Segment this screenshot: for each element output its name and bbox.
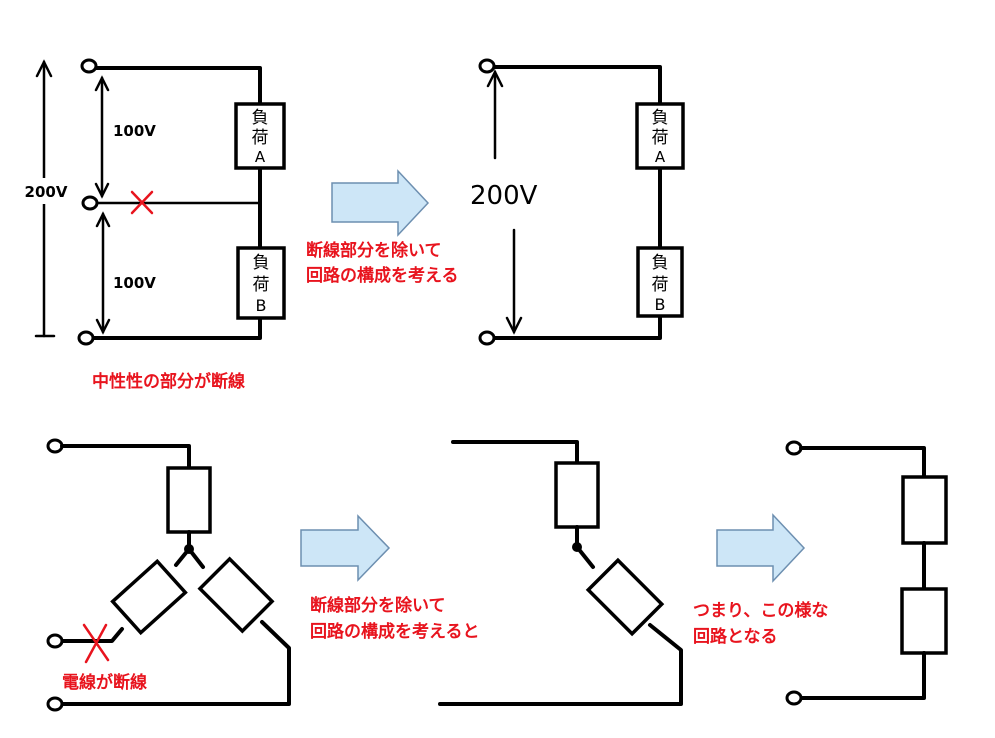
top-left-load-a-box bbox=[234, 102, 286, 170]
top-right-wire-bottom bbox=[492, 314, 662, 340]
top-left-load-b-kanji1: 負 bbox=[253, 253, 270, 273]
top-right-load-b-kanji1: 負 bbox=[652, 253, 669, 273]
top-left-terminal-mid bbox=[81, 195, 99, 211]
top-left-200v-label: 200V bbox=[25, 183, 68, 201]
bottom-middle-load-diag bbox=[585, 557, 665, 637]
top-right-200v-label: 200V bbox=[470, 181, 538, 211]
top-left-caption: 中性性の部分が断線 bbox=[92, 371, 245, 392]
bottom-left-terminal-mid bbox=[46, 633, 64, 649]
bottom-left-wire-right-upper bbox=[187, 547, 205, 569]
top-left-break-x-mark bbox=[130, 190, 154, 215]
top-right-load-b-letter: B bbox=[655, 295, 666, 314]
bottom-arrow1-note-line1: 断線部分を除いて bbox=[310, 595, 446, 616]
bottom-left-wire-left-lower bbox=[60, 627, 124, 643]
top-arrow-note-line1: 断線部分を除いて bbox=[306, 240, 442, 261]
bottom-right-wire-top bbox=[799, 446, 926, 479]
top-left-200v-label-bg bbox=[22, 178, 70, 204]
top-left-terminal-top bbox=[80, 58, 98, 74]
top-left-100v-upper-label: 100V bbox=[113, 122, 156, 140]
bottom-middle-wire-diag-lower bbox=[438, 623, 683, 706]
bottom-right-circuit bbox=[785, 440, 948, 706]
top-arrow-shape bbox=[331, 169, 430, 237]
top-right-load-b-box bbox=[636, 246, 684, 318]
bottom-left-load-top bbox=[166, 466, 212, 534]
top-left-load-b-kanji2: 荷 bbox=[253, 275, 270, 295]
top-left-load-b-letter: B bbox=[256, 296, 267, 315]
top-left-200v-arrow-head-up bbox=[35, 59, 53, 78]
bottom-transition-arrow-1: 断線部分を除いて 回路の構成を考えると bbox=[300, 514, 480, 642]
bottom-right-load-bottom bbox=[900, 587, 948, 655]
top-right-wire-top bbox=[492, 65, 662, 106]
top-right-terminal-top bbox=[478, 58, 496, 74]
top-left-load-a-kanji2: 荷 bbox=[252, 128, 269, 148]
bottom-left-terminal-top bbox=[46, 438, 64, 454]
bottom-arrow1-shape bbox=[300, 514, 391, 582]
top-left-100v-lower-head-down bbox=[95, 318, 111, 335]
bottom-right-terminal-bottom bbox=[785, 690, 803, 706]
bottom-middle-wire-top bbox=[451, 440, 579, 465]
bottom-arrow2-note-line2: 回路となる bbox=[693, 626, 778, 647]
top-left-wire-top bbox=[94, 66, 262, 106]
bottom-arrow2-note-line1: つまり、この様な bbox=[693, 600, 828, 621]
top-right-load-a-kanji1: 負 bbox=[652, 108, 669, 128]
bottom-middle-wire-diag-upper bbox=[575, 545, 595, 569]
bottom-right-load-top bbox=[901, 475, 948, 545]
top-left-load-a-letter: A bbox=[255, 148, 266, 166]
bottom-left-terminal-bottom bbox=[46, 696, 64, 712]
top-left-100v-upper-head-up bbox=[94, 75, 110, 92]
top-left-terminal-bottom bbox=[77, 330, 95, 346]
bottom-right-terminal-top bbox=[785, 440, 803, 456]
top-left-100v-lower-label: 100V bbox=[113, 274, 156, 292]
top-right-load-a-letter: A bbox=[655, 148, 666, 166]
top-right-circuit: 負 荷 A 負 荷 B 200V bbox=[470, 58, 685, 346]
bottom-arrow1-note-line2: 回路の構成を考えると bbox=[310, 621, 480, 642]
top-left-100v-upper-head-down bbox=[94, 182, 110, 199]
bottom-left-wire-left-upper bbox=[174, 547, 191, 567]
top-left-load-b-box bbox=[236, 246, 286, 320]
bottom-transition-arrow-2: つまり、この様な 回路となる bbox=[693, 513, 828, 647]
bottom-middle-circuit bbox=[438, 440, 683, 706]
bottom-left-wire-right-lower bbox=[60, 620, 291, 706]
top-right-load-a-box bbox=[635, 102, 685, 170]
bottom-left-wire-top bbox=[60, 444, 191, 470]
top-left-100v-lower-head-up bbox=[95, 211, 111, 228]
bottom-left-load-right bbox=[197, 556, 275, 634]
top-right-load-b-kanji2: 荷 bbox=[652, 275, 669, 295]
bottom-middle-load-top bbox=[554, 461, 600, 529]
top-transition-arrow: 断線部分を除いて 回路の構成を考える bbox=[306, 169, 459, 286]
top-right-200v-arrow-down-head bbox=[505, 316, 523, 335]
bottom-left-break-x-mark bbox=[82, 623, 110, 664]
top-right-load-a-kanji2: 荷 bbox=[652, 128, 669, 148]
top-left-wire-bottom bbox=[90, 316, 262, 340]
top-arrow-note-line2: 回路の構成を考える bbox=[306, 265, 459, 286]
top-left-load-a-kanji1: 負 bbox=[252, 108, 269, 128]
bottom-left-caption: 電線が断線 bbox=[62, 672, 147, 693]
bottom-left-circuit: 電線が断線 bbox=[46, 438, 291, 712]
bottom-left-load-left bbox=[110, 558, 188, 636]
bottom-arrow2-shape bbox=[716, 513, 806, 583]
bottom-right-wire-bottom bbox=[799, 651, 926, 700]
top-right-200v-arrow-up-head bbox=[486, 69, 504, 88]
top-right-terminal-bottom bbox=[478, 330, 496, 346]
top-left-circuit: 負 荷 A 負 荷 B 200V 100V 100V 中性性の部分が断線 bbox=[22, 58, 286, 392]
